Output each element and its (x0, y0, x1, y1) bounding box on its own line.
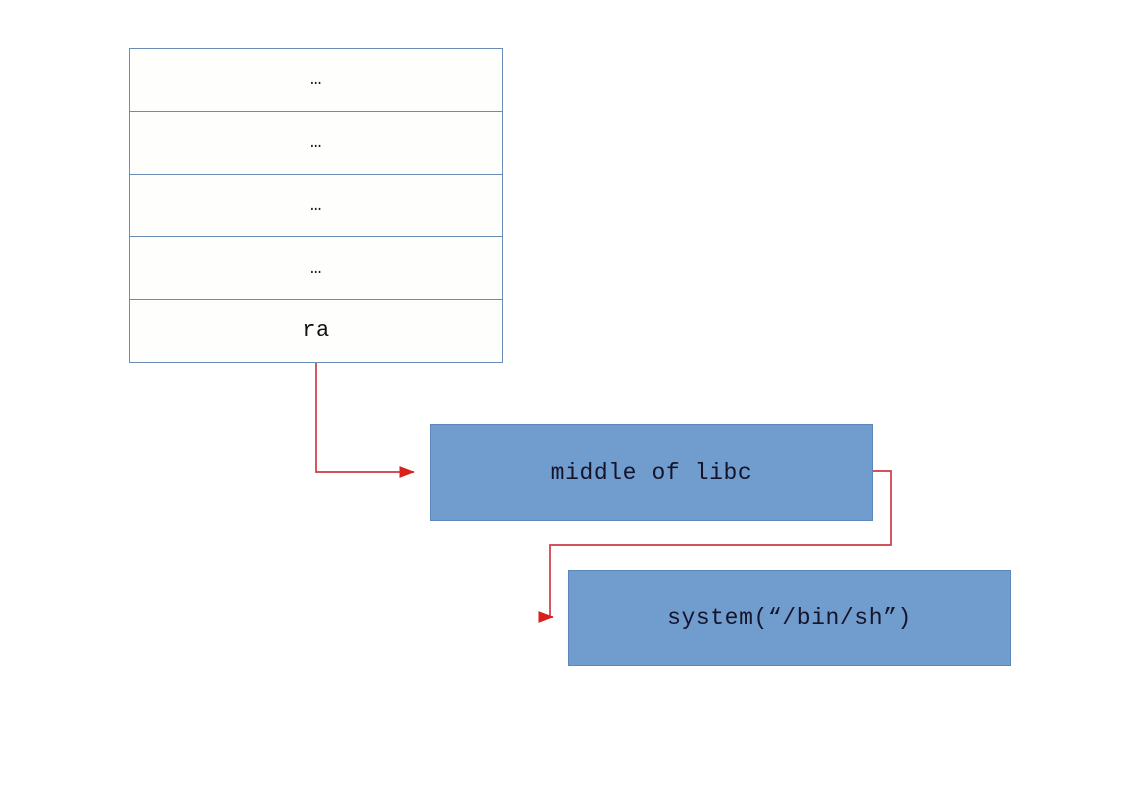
stack-cell-ellipsis-1: … (130, 49, 502, 112)
stack-cell-ellipsis-3: … (130, 174, 502, 238)
stack-cell-ra: ra (130, 300, 502, 362)
block-system-bin-sh-label: system(“/bin/sh”) (667, 605, 912, 631)
stack-cell-ellipsis-2: … (130, 111, 502, 175)
stack-frame-table: … … … … ra (129, 48, 503, 363)
block-system-bin-sh: system(“/bin/sh”) (568, 570, 1011, 666)
block-middle-of-libc: middle of libc (430, 424, 873, 521)
stack-cell-ellipsis-4: … (130, 237, 502, 301)
block-middle-of-libc-label: middle of libc (550, 459, 753, 486)
connector-ra-to-middle-of-libc (315, 363, 415, 478)
